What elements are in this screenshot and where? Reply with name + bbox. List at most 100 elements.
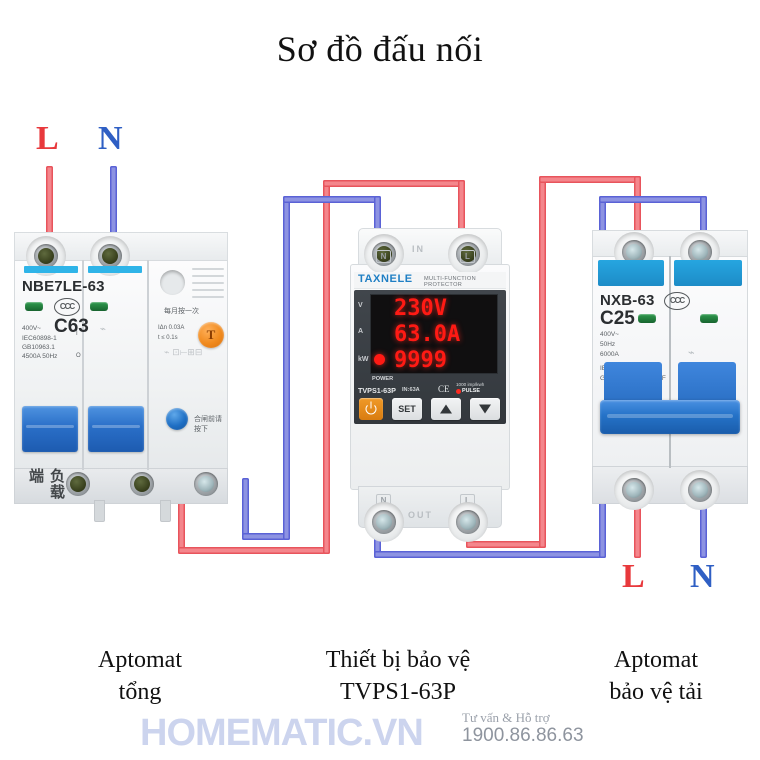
center-energy-readout: 9999: [394, 348, 447, 373]
reset-button[interactable]: [166, 408, 188, 430]
left-standard1-label: IEC60898-1: [22, 335, 57, 342]
right-bottom-screw-neutral: [688, 478, 712, 502]
right-toggle-lever-2[interactable]: [678, 362, 736, 406]
left-stripe-1: [24, 266, 78, 273]
center-rated-current-label: IN:63A: [402, 387, 420, 393]
caption-center-line1: Thiết bị bảo vệ: [325, 647, 471, 673]
wire-center-live-up: [539, 176, 546, 548]
center-out-screw-live: [456, 510, 480, 534]
set-button[interactable]: SET: [392, 398, 422, 420]
down-button[interactable]: [470, 398, 500, 420]
right-bluecap-2: [674, 260, 742, 286]
right-bluecap-1: [598, 260, 664, 286]
center-brand-label: TAXNELE: [358, 273, 413, 285]
left-load-terminal-label: 负载端: [27, 468, 66, 500]
center-voltage-readout: 230V: [394, 296, 447, 321]
wire-source-live-drop: [46, 166, 53, 248]
wire-center-live-into-right: [634, 176, 641, 250]
right-schematic-glyph: ⌁: [688, 346, 695, 359]
device-right-mcb[interactable]: NXB-63 CCC C25 400V~ 50Hz 6000A IEC60898…: [592, 230, 748, 510]
left-internal-schematic: ⌁ ⊡⟝⊞⊟: [164, 348, 203, 358]
watermark-support-label: Tư vấn & Hỗ trợ: [462, 710, 550, 725]
left-reset-hole: [160, 270, 185, 295]
center-in-label: IN: [412, 244, 425, 254]
center-pulse-led: [456, 389, 461, 394]
caption-left: Aptomat tổng: [30, 644, 250, 709]
left-load-screw-live: [66, 472, 90, 496]
right-indicator-led-1: [638, 314, 656, 323]
right-model-label: NXB-63: [600, 292, 655, 309]
label-source-neutral: N: [98, 120, 123, 157]
center-brand-subtitle: MULTI-FUNCTION PROTECTOR: [424, 276, 477, 288]
label-source-live: L: [36, 120, 59, 157]
left-residual-current-label: IΔn 0.03A: [158, 325, 185, 331]
wire-l1-neutral-into-center: [374, 196, 381, 252]
right-bottom-screw-live: [622, 478, 646, 502]
up-button[interactable]: [431, 398, 461, 420]
power-button[interactable]: [359, 398, 383, 420]
ce-mark-icon: CE: [438, 384, 450, 394]
arrow-up-icon: [440, 404, 452, 414]
left-indicator-led-1: [25, 302, 43, 311]
caption-left-line1: Aptomat: [98, 647, 182, 673]
left-toggle-lever-1[interactable]: [22, 406, 78, 452]
left-load-screw-neutral: [130, 472, 154, 496]
wire-l1-neutral-up: [283, 196, 290, 540]
wire-l1-live-up: [323, 180, 330, 554]
wire-load-neutral: [700, 480, 707, 558]
left-toggle-lever-2[interactable]: [88, 406, 144, 452]
left-stripe-2: [88, 266, 142, 273]
left-load-screw-aux: [194, 472, 218, 496]
center-brand-bar: [354, 272, 506, 289]
ccc-mark-icon: CCC: [54, 298, 80, 316]
wire-source-neutral-drop: [110, 166, 117, 248]
center-in-live-marker: L: [460, 250, 475, 263]
left-voltage-label: 400V~: [22, 325, 41, 332]
center-kw-indicator-led: [374, 354, 385, 365]
left-vent-grille: [192, 268, 224, 303]
center-power-label: POWER: [372, 376, 394, 382]
device-center-protector[interactable]: IN N L TAXNELE MULTI-FUNCTION PROTECTOR …: [350, 228, 510, 542]
left-rail-prong-2: [160, 500, 171, 522]
arrow-down-icon: [479, 404, 491, 414]
wire-center-neutral-into-right: [700, 196, 707, 252]
center-out-label: OUT: [408, 510, 433, 520]
caption-center-line2: TVPS1-63P: [339, 679, 457, 706]
right-indicator-led-2: [700, 314, 718, 323]
center-in-neutral-marker: N: [376, 250, 391, 263]
test-button[interactable]: T: [198, 322, 224, 348]
wire-l1-neutral-top-across: [283, 196, 381, 203]
center-pulse-rate-label: 1000 imp/kwh: [456, 382, 485, 387]
device-left-rcbo[interactable]: NBE7LE-63 CCC C63 400V~ IEC60898-1 GB109…: [14, 232, 228, 522]
left-standard2-label: GB10963.1: [22, 344, 55, 351]
left-note-monthly-test: 每月按一次: [164, 307, 199, 315]
left-curve-label: C63: [54, 316, 89, 337]
left-model-label: NBE7LE-63: [22, 278, 105, 295]
right-frequency-label: 50Hz: [600, 341, 616, 348]
left-schematic-glyph-pole2: ⌁: [100, 324, 107, 335]
caption-right-line1: Aptomat: [614, 647, 698, 673]
left-trip-time-label: t ≤ 0.1s: [158, 335, 178, 341]
page-title: Sơ đồ đấu nối: [276, 29, 484, 69]
label-load-live: L: [622, 558, 645, 595]
center-pulse-label: PULSE: [462, 388, 480, 394]
right-curve-label: C25: [600, 308, 635, 329]
left-terminal-screw-neutral: [98, 244, 122, 268]
right-breaking-label: 6000A: [600, 351, 619, 358]
center-unit-kw-label: kW: [358, 356, 369, 363]
center-model-label: TVPS1-63P: [358, 386, 396, 395]
wire-center-neutral-across: [374, 551, 606, 558]
center-lcd-display: [370, 294, 498, 374]
right-toggle-lever-1[interactable]: [604, 362, 662, 406]
left-note-reset: 合闸前请按下: [194, 415, 222, 433]
left-terminal-screw-live: [34, 244, 58, 268]
watermark-site: HOMEMATIC.VN: [140, 712, 424, 754]
left-breaking-label: 4500A 50Hz: [22, 353, 58, 360]
wire-l1-live-top-across: [323, 180, 465, 187]
power-icon: [365, 401, 377, 415]
center-unit-amp-label: A: [358, 328, 364, 335]
wire-center-neutral-top-across: [599, 196, 707, 203]
wire-center-live-across: [466, 541, 546, 548]
right-toggle-bar[interactable]: [600, 400, 740, 434]
